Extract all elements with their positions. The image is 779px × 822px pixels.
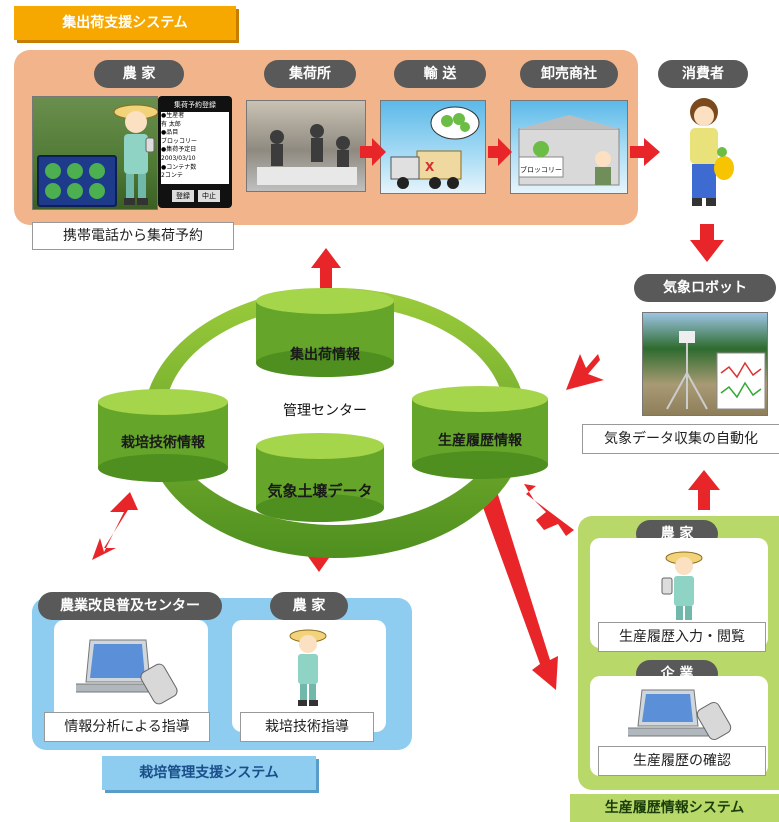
mobile-reservation-caption: 携帯電話から集荷予約	[32, 222, 234, 250]
farmer-label: 農 家	[94, 60, 184, 88]
history-input-caption: 生産履歴入力・閲覧	[598, 622, 766, 652]
cultivation-system-banner: 栽培管理支援システム	[102, 756, 316, 790]
consumer-label: 消費者	[658, 60, 748, 88]
history-confirm-caption: 生産履歴の確認	[598, 746, 766, 776]
form-line: 有 太郎	[161, 120, 181, 128]
shipping-center-label: 集荷所	[264, 60, 356, 88]
truck-illustration: X	[380, 100, 486, 194]
arrow-weather-to-center	[566, 354, 604, 390]
db-weather-cylinder	[256, 433, 384, 522]
svg-text:X: X	[425, 160, 435, 174]
weather-robot-photo	[642, 312, 768, 416]
wholesaler-illustration: ブロッコリー	[510, 100, 628, 194]
form-line: 2003/03/10	[161, 154, 196, 162]
register-button[interactable]: 登録	[172, 190, 194, 202]
arrow-center-to-transport	[360, 138, 386, 166]
shipping-system-banner: 集出荷支援システム	[14, 6, 236, 40]
reservation-form-body: ●生産者 有 太郎 ●品目 ブロッコリー ●集荷予定日 2003/03/10 ●…	[161, 112, 229, 184]
db-history-cylinder	[412, 386, 548, 479]
reservation-form-title: 集荷予約登録	[174, 101, 216, 109]
analysis-guidance-caption: 情報分析による指導	[44, 712, 210, 742]
arrow-transport-to-wholesaler	[488, 138, 512, 166]
arrow-history-to-weather	[688, 470, 720, 510]
arrow-wholesaler-to-consumer	[630, 138, 660, 166]
reservation-form-panel: 集荷予約登録 ●生産者 有 太郎 ●品目 ブロッコリー ●集荷予定日 2003/…	[158, 96, 232, 208]
weather-data-caption: 気象データ収集の自動化	[582, 424, 779, 454]
weather-robot-label: 気象ロボット	[634, 274, 776, 302]
produce-sign: ブロッコリー	[520, 166, 562, 174]
form-line: 2コンテ	[161, 172, 183, 180]
db-cultivation-cylinder	[98, 389, 228, 482]
history-system-title: 生産履歴情報システム	[604, 800, 745, 816]
db-cultivation-label: 栽培技術情報	[121, 435, 205, 451]
history-system-banner: 生産履歴情報システム	[570, 794, 779, 822]
management-center-label: 管理センター	[283, 403, 367, 419]
arrow-center-to-history-farmer	[524, 484, 574, 536]
arrow-center-to-company	[476, 482, 558, 690]
shipping-system-title: 集出荷支援システム	[62, 15, 188, 31]
form-line: ブロッコリー	[161, 137, 198, 145]
form-line: ●品目	[161, 129, 179, 137]
db-shipping-label: 集出荷情報	[290, 347, 360, 363]
broccoli-crate-icon	[37, 155, 117, 207]
company-laptop-phone-icon	[628, 689, 732, 741]
cultivation-system-title: 栽培管理支援システム	[139, 765, 279, 781]
small-farmer-icon	[289, 629, 327, 706]
arrow-consumer-to-weather	[690, 224, 724, 262]
technique-guidance-caption: 栽培技術指導	[240, 712, 374, 742]
farmer-with-phone-icon	[661, 551, 703, 620]
cancel-button[interactable]: 中止	[198, 190, 220, 202]
extension-center-label: 農業改良普及センター	[38, 592, 222, 620]
form-line: ●集荷予定日	[161, 146, 197, 154]
form-line: ●生産者	[161, 112, 185, 119]
consumer-character-icon	[674, 96, 738, 212]
farmer-character-icon	[112, 100, 160, 210]
arrow-center-to-extension	[92, 492, 138, 560]
transport-label: 輸 送	[394, 60, 486, 88]
db-shipping-cylinder	[256, 288, 394, 377]
db-history-label: 生産履歴情報	[438, 433, 522, 449]
cultivation-farmer-label: 農 家	[270, 592, 348, 620]
form-line: ●コンテナ数	[161, 163, 197, 171]
laptop-phone-icon	[76, 639, 178, 705]
wholesaler-label: 卸売商社	[520, 60, 618, 88]
db-weather-label: 気象土壌データ	[267, 482, 373, 500]
